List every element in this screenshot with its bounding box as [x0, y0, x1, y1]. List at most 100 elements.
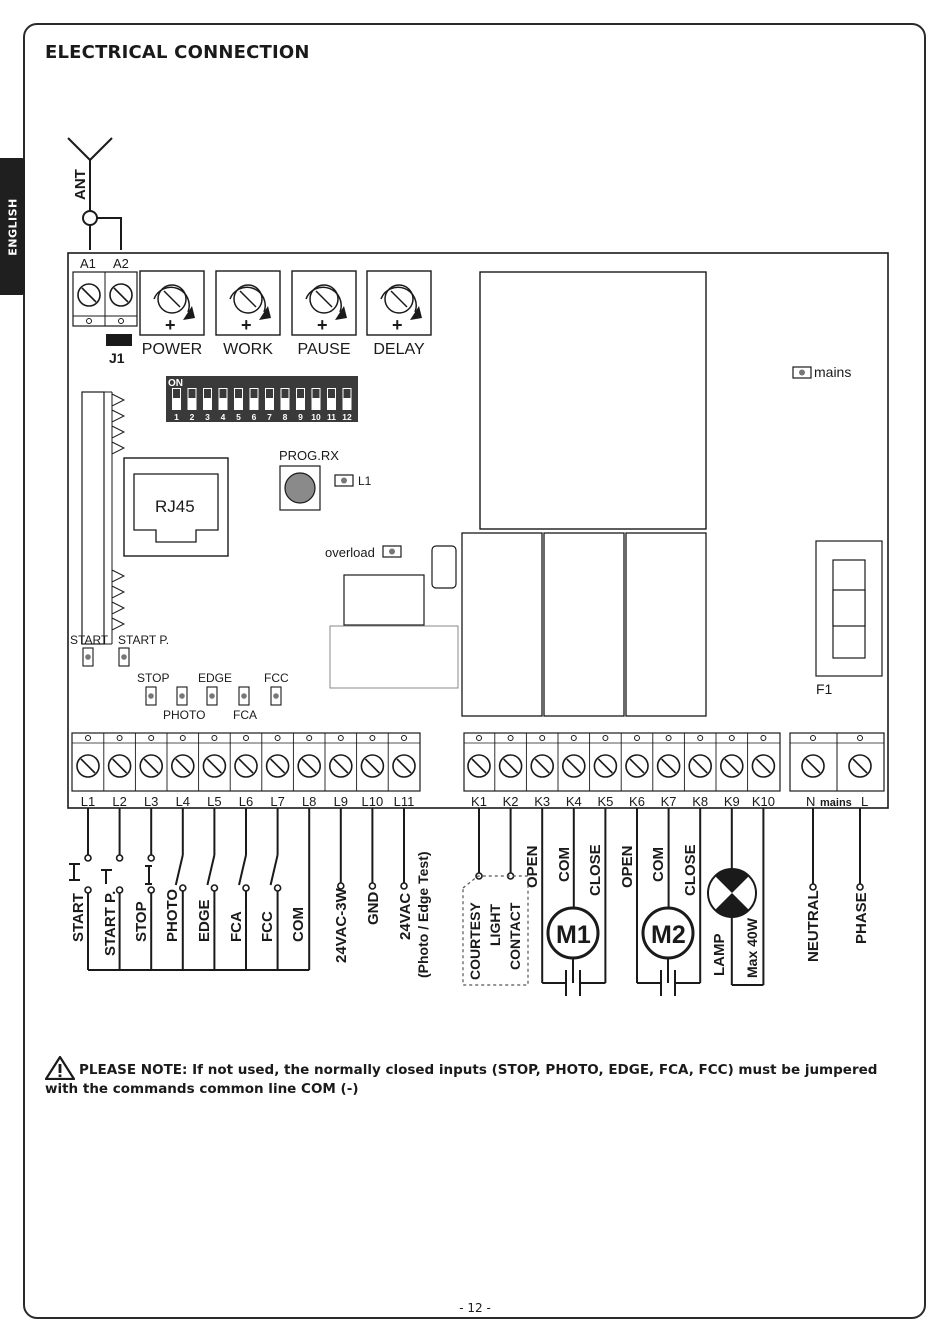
output-label: OPEN — [619, 845, 636, 888]
dip-key[interactable] — [327, 388, 336, 410]
screw-icon — [76, 754, 100, 778]
screw-icon — [202, 754, 227, 778]
terminal-a2-label: A2 — [113, 256, 129, 271]
dip-number: 12 — [342, 412, 352, 422]
terminal-l-label: L10 — [362, 794, 384, 809]
input-label: PHOTO — [164, 889, 181, 942]
dip-key[interactable] — [218, 388, 228, 410]
dip-key[interactable] — [234, 388, 243, 410]
terminal-n-label: N — [806, 794, 815, 809]
terminal-l-label: L5 — [207, 794, 221, 809]
antenna-icon — [67, 137, 122, 250]
led-label: START — [70, 633, 109, 647]
antenna-label: ANT — [72, 169, 89, 200]
page-frame — [23, 23, 926, 1319]
dip-key[interactable] — [342, 388, 352, 410]
trimmer-pause[interactable]: +PAUSE — [291, 270, 357, 358]
terminal-k-label: K7 — [661, 794, 677, 809]
screw-icon — [467, 754, 491, 778]
dip-key[interactable] — [203, 388, 212, 410]
dip-number: 11 — [327, 412, 336, 422]
screw-icon — [751, 754, 776, 778]
output-label: PHASE — [853, 892, 870, 944]
screw-icon — [719, 754, 744, 778]
please-note: PLEASE NOTE: If not used, the normally c… — [45, 1056, 885, 1098]
terminal-mains-label: mains — [820, 797, 852, 809]
dip-key[interactable] — [265, 388, 274, 410]
terminal-l-label: L7 — [270, 794, 284, 809]
output-label: OPEN — [524, 845, 541, 888]
terminal-l-label: L8 — [302, 794, 316, 809]
output-label: COM — [556, 847, 573, 882]
led-label: FCC — [264, 671, 289, 685]
l1-led-label: L1 — [358, 474, 372, 488]
page-title: ELECTRICAL CONNECTION — [45, 42, 310, 63]
dip-key[interactable] — [249, 388, 259, 410]
trimmer-group: +POWER+WORK+PAUSE+DELAY — [139, 270, 432, 358]
screw-icon — [234, 754, 258, 778]
transformer-block — [479, 271, 707, 530]
output-label: CLOSE — [587, 844, 604, 896]
dip-key[interactable] — [311, 388, 321, 410]
trimmer-delay[interactable]: +DELAY — [366, 270, 432, 358]
dip-switch — [166, 376, 358, 422]
terminal-l-label: L1 — [81, 794, 95, 809]
svg-text:+: + — [165, 315, 176, 335]
svg-text:+: + — [317, 315, 328, 335]
output-label: CLOSE — [682, 844, 699, 896]
input-label: FCC — [259, 911, 276, 942]
output-label: (Photo / Edge Test) — [415, 851, 431, 978]
terminal-k-label: K6 — [629, 794, 645, 809]
screw-icon — [561, 754, 586, 778]
input-label: EDGE — [196, 899, 213, 942]
dip-number: 5 — [236, 412, 241, 422]
input-label: FCA — [228, 911, 245, 942]
dip-key[interactable] — [296, 388, 305, 410]
dip-number: 8 — [283, 412, 288, 422]
led-label: FCA — [233, 708, 257, 722]
dip-key[interactable] — [280, 388, 290, 410]
input-label: START — [70, 893, 87, 942]
input-label: START P. — [102, 891, 119, 956]
screw-icon — [498, 754, 523, 778]
terminal-k-label: K1 — [471, 794, 487, 809]
terminal-l-label: L2 — [112, 794, 126, 809]
dip-number: 4 — [221, 412, 226, 422]
screw-icon — [328, 754, 353, 778]
trimmer-label: POWER — [142, 341, 202, 358]
trimmer-work[interactable]: +WORK — [215, 270, 281, 358]
terminal-k-label: K3 — [534, 794, 550, 809]
trimmer-power[interactable]: + POWER — [139, 270, 205, 358]
terminal-k-label: K9 — [724, 794, 740, 809]
terminal-l-label: L6 — [239, 794, 253, 809]
fuse-label: F1 — [816, 681, 833, 697]
relay-3 — [625, 532, 707, 717]
output-label: LAMP — [711, 934, 728, 977]
input-label: STOP — [133, 901, 150, 942]
courtesy-light-box — [462, 875, 529, 986]
output-label: Max 40W — [744, 917, 760, 978]
note-text: If not used, the normally closed inputs … — [45, 1062, 878, 1097]
dip-number: 9 — [298, 412, 303, 422]
dip-number: 2 — [190, 412, 195, 422]
dip-number: 6 — [252, 412, 257, 422]
output-label: COM — [650, 847, 667, 882]
overload-label: overload — [325, 545, 375, 560]
dip-key[interactable] — [187, 388, 197, 410]
page-number: - 12 - — [459, 1301, 491, 1315]
led-label: START P. — [118, 633, 169, 647]
screw-icon — [171, 754, 195, 778]
dip-key[interactable] — [172, 388, 181, 410]
dip-on-label: ON — [168, 378, 183, 389]
screw-icon — [530, 754, 555, 778]
terminal-k-label: K8 — [692, 794, 708, 809]
trimmer-label: DELAY — [373, 341, 425, 358]
screw-icon — [392, 754, 416, 778]
courtesy-label: LIGHT — [487, 904, 503, 946]
input-label: COM — [290, 907, 307, 942]
screw-icon — [107, 754, 132, 778]
motor-m2-icon: M2 — [641, 906, 695, 960]
screw-icon — [656, 754, 681, 778]
relay-2 — [543, 532, 625, 717]
